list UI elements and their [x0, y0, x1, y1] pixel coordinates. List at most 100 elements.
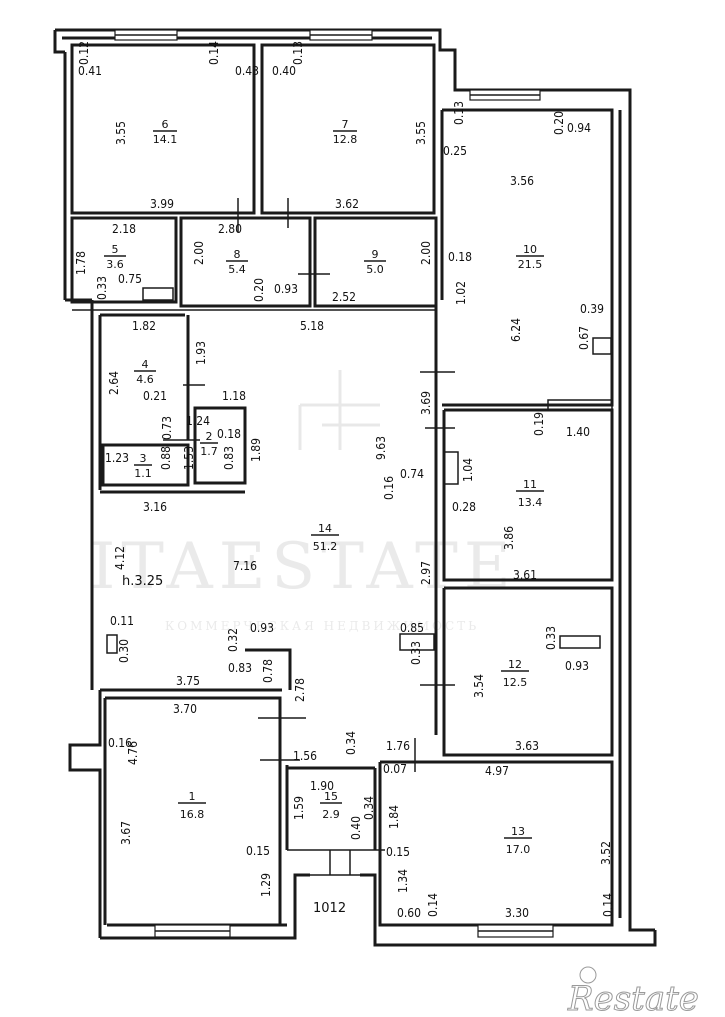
dimension-label: 0.16: [108, 736, 132, 750]
dimension-label: 0.34: [344, 731, 358, 755]
dimension-label: 0.13: [291, 41, 305, 65]
dimension-label: 0.20: [552, 111, 566, 135]
dimension-label: 3.67: [119, 821, 133, 845]
dimension-label: 2.80: [218, 222, 242, 236]
svg-text:4.6: 4.6: [136, 373, 154, 386]
dimension-label: 3.70: [173, 702, 197, 716]
dimension-label: 0.21: [143, 389, 167, 403]
dimension-label: 1.24: [186, 414, 210, 428]
svg-text:3.6: 3.6: [106, 258, 124, 271]
room-label-1: 116.8: [178, 790, 206, 821]
svg-text:1.7: 1.7: [200, 445, 218, 458]
room-label-4: 44.6: [134, 358, 156, 386]
svg-text:9: 9: [372, 248, 379, 261]
dimension-label: 0.74: [400, 467, 424, 481]
dimension-label: 2.97: [419, 561, 433, 585]
dimension-label: 0.20: [252, 278, 266, 302]
dimension-label: 1.59: [292, 796, 306, 820]
dimension-label: 1.53: [182, 446, 196, 470]
dimension-label: 0.15: [246, 844, 270, 858]
dimension-label: 0.16: [382, 476, 396, 500]
dimension-label: 3.86: [502, 526, 516, 550]
dimension-label: 3.54: [472, 674, 486, 698]
svg-text:5.0: 5.0: [366, 263, 384, 276]
dimension-label: 0.60: [397, 906, 421, 920]
dimension-label: 3.62: [335, 197, 359, 211]
svg-text:2.9: 2.9: [322, 808, 340, 821]
watermark-emblem: [298, 370, 380, 450]
dimension-label: 1.02: [454, 281, 468, 305]
dimension-label: 0.93: [250, 621, 274, 635]
dimension-label: 0.75: [118, 272, 142, 286]
dimension-label: 3.75: [176, 674, 200, 688]
dimension-label: 0.14: [601, 893, 615, 917]
dimension-label: 0.94: [567, 121, 591, 135]
svg-text:11: 11: [523, 478, 537, 491]
dimension-label: 0.32: [226, 628, 240, 652]
dimension-label: 1.23: [105, 451, 129, 465]
dimension-label: 3.69: [419, 391, 433, 415]
dimension-label: 1.40: [566, 425, 590, 439]
svg-text:12.5: 12.5: [503, 676, 528, 689]
dimension-label: 0.15: [386, 845, 410, 859]
window-room-10: [469, 89, 541, 101]
dimension-label: 3.52: [599, 841, 613, 865]
dimension-label: 1.89: [249, 438, 263, 462]
svg-text:1: 1: [189, 790, 196, 803]
svg-text:15: 15: [324, 790, 338, 803]
dimension-label: 1.78: [74, 251, 88, 275]
dimension-label: 1.04: [461, 458, 475, 482]
dimension-label: 1.18: [222, 389, 246, 403]
dimension-label: 0.88: [159, 446, 173, 470]
dimension-label: 0.67: [577, 326, 591, 350]
dimension-label: 0.93: [274, 282, 298, 296]
room-label-5: 53.6: [104, 243, 126, 271]
svg-text:21.5: 21.5: [518, 258, 543, 271]
dimension-label: 0.13: [452, 101, 466, 125]
logo-text: Restate: [567, 979, 699, 1017]
dimension-label: 1.93: [194, 341, 208, 365]
svg-text:17.0: 17.0: [506, 843, 531, 856]
dimension-label: 0.25: [443, 144, 467, 158]
svg-text:13: 13: [511, 825, 525, 838]
dimension-label: 1.90: [310, 779, 334, 793]
svg-text:7: 7: [342, 118, 349, 131]
dimension-label: 3.99: [150, 197, 174, 211]
window-room-6: [114, 29, 178, 41]
dimension-label: 2.64: [107, 371, 121, 395]
dimension-label: 2.78: [293, 678, 307, 702]
dimension-label: 2.00: [419, 241, 433, 265]
dimension-label: 0.83: [228, 661, 252, 675]
dimension-label: 2.18: [112, 222, 136, 236]
dimension-label: 7.16: [233, 559, 257, 573]
dimension-label: 0.33: [409, 641, 423, 665]
dimension-label: 0.19: [532, 412, 546, 436]
dimension-label: 0.14: [426, 893, 440, 917]
dimension-label: 0.33: [95, 276, 109, 300]
dimension-label: 3.56: [510, 174, 534, 188]
room-label-6: 614.1: [153, 118, 178, 146]
svg-text:12: 12: [508, 658, 522, 671]
dimension-label: 4.12: [113, 546, 127, 570]
svg-text:2: 2: [206, 430, 213, 443]
dimension-label: 1.76: [386, 739, 410, 753]
dimension-label: 0.93: [565, 659, 589, 673]
room-label-7: 712.8: [333, 118, 358, 146]
window-room-7: [309, 29, 373, 41]
windows: [114, 29, 554, 938]
watermark-subtitle: КОММЕРЧЕСКАЯ НЕДВИЖИМОСТЬ: [165, 619, 479, 633]
dimension-label: 1.56: [293, 749, 317, 763]
dimension-label: 3.63: [515, 739, 539, 753]
svg-text:14: 14: [318, 522, 332, 535]
room-label-12: 12 12.5: [501, 658, 529, 689]
room-label-13: 13 17.0: [504, 825, 532, 856]
dimension-label: 0.14: [207, 41, 221, 65]
svg-text:8: 8: [234, 248, 241, 261]
svg-text:13.4: 13.4: [518, 496, 543, 509]
svg-text:1.1: 1.1: [134, 467, 152, 480]
dimension-label: 1.84: [387, 805, 401, 829]
dimension-label: 6.24: [509, 318, 523, 342]
dimension-label: 3.30: [505, 906, 529, 920]
